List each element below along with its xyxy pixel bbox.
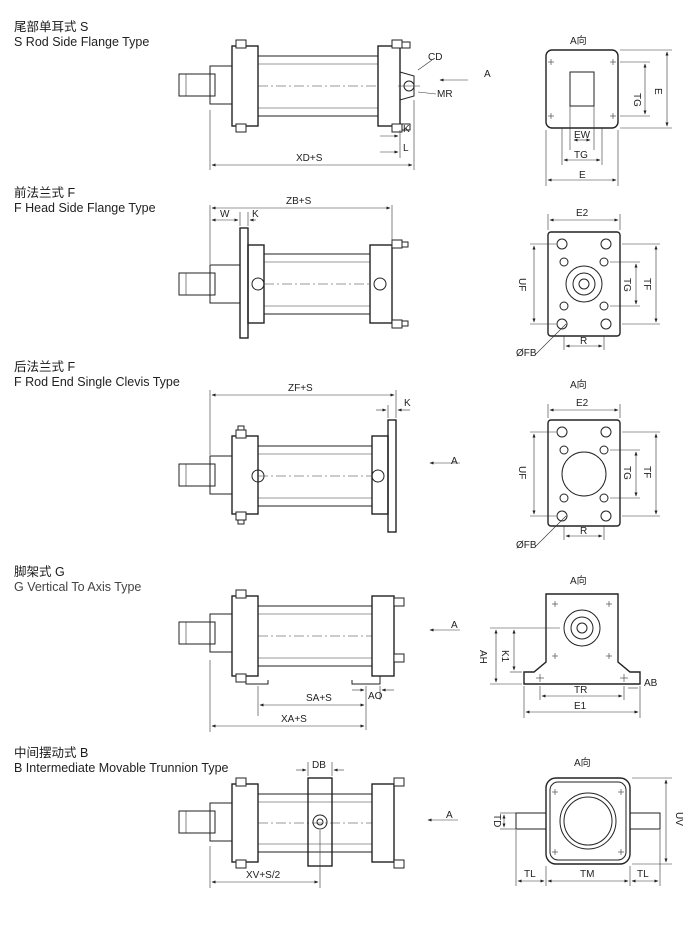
dim-tl-left: TL xyxy=(524,869,536,880)
dim-xd-s: XD+S xyxy=(296,153,323,164)
cylinder-f-rod-side-view xyxy=(178,419,397,533)
arrow-a-label-b: A xyxy=(446,810,453,821)
dim-ab: AB xyxy=(644,678,658,689)
dim-ao: AO xyxy=(368,691,383,702)
dim-tg-rod: TG xyxy=(621,466,632,480)
dim-r: R xyxy=(580,336,587,347)
end-view-f-rod xyxy=(530,404,660,547)
dim-tg: TG xyxy=(574,150,588,161)
view-a-label-g: A向 xyxy=(570,574,587,587)
section-title-s: 尾部单耳式 S S Rod Side Flange Type xyxy=(14,20,149,50)
section-title-b: 中间摆动式 B B Intermediate Movable Trunnion … xyxy=(14,746,228,776)
arrow-a-label: A xyxy=(484,69,491,80)
dim-e1: E1 xyxy=(574,701,587,712)
section-title-zh: 前法兰式 F xyxy=(14,186,76,200)
section-title-en: F Head Side Flange Type xyxy=(14,201,156,215)
dim-k: K xyxy=(403,124,410,135)
dim-uv: UV xyxy=(673,812,684,826)
view-a-label: A向 xyxy=(570,34,587,47)
dim-ew: EW xyxy=(574,130,591,141)
dim-tr: TR xyxy=(574,685,587,696)
dim-uf-rod: UF xyxy=(516,466,527,479)
dim-e2: E2 xyxy=(576,208,589,219)
dimension-lines-s xyxy=(209,59,468,170)
end-view-b xyxy=(500,777,672,886)
section-title-en: B Intermediate Movable Trunnion Type xyxy=(14,761,229,775)
dim-r-rod: R xyxy=(580,526,587,537)
dim-ah: AH xyxy=(477,650,488,664)
cylinder-g-side-view xyxy=(178,589,405,685)
view-a-label-b: A向 xyxy=(574,756,591,769)
dim-l: L xyxy=(403,143,409,154)
dim-sa-s: SA+S xyxy=(306,693,332,704)
dimension-lines-f-head xyxy=(209,205,393,264)
dim-e2-rod: E2 xyxy=(576,398,589,409)
section-title-en: F Rod End Single Clevis Type xyxy=(14,375,180,389)
dim-zf-s: ZF+S xyxy=(288,383,313,394)
cylinder-f-head-side-view xyxy=(178,227,409,339)
dim-k1: K1 xyxy=(499,650,510,663)
section-title-g: 脚架式 G G Vertical To Axis Type xyxy=(14,565,141,595)
arrow-a-label-g: A xyxy=(451,620,458,631)
dim-e: E xyxy=(579,170,586,181)
dim-e-vertical: E xyxy=(652,88,663,95)
section-title-f-rod: 后法兰式 F F Rod End Single Clevis Type xyxy=(14,360,180,390)
dim-cd: CD xyxy=(428,52,442,63)
dim-tf-rod: TF xyxy=(641,466,652,478)
section-title-en: G Vertical To Axis Type xyxy=(14,580,142,594)
dim-k-head: K xyxy=(252,209,259,220)
section-title-en: S Rod Side Flange Type xyxy=(14,35,150,49)
cylinder-s-side-view xyxy=(178,39,420,133)
dim-tm: TM xyxy=(580,869,594,880)
dim-fb: ØFB xyxy=(516,348,537,359)
dim-db: DB xyxy=(312,760,326,771)
dim-fb-rod: ØFB xyxy=(516,540,537,551)
section-title-zh: 尾部单耳式 S xyxy=(14,20,89,34)
dim-k-rod: K xyxy=(404,398,411,409)
dim-tg-vertical: TG xyxy=(631,93,642,107)
cylinder-b-side-view xyxy=(178,777,405,869)
arrow-a-label-rod: A xyxy=(451,456,458,467)
dim-xv-s2: XV+S/2 xyxy=(246,870,281,881)
end-view-g xyxy=(490,593,641,718)
end-view-f-head xyxy=(530,214,660,355)
section-title-f-head: 前法兰式 F F Head Side Flange Type xyxy=(14,186,156,216)
dim-xa-s: XA+S xyxy=(281,714,307,725)
end-view-s xyxy=(545,49,672,186)
dim-tl-right: TL xyxy=(637,869,649,880)
dim-td: TD xyxy=(491,814,502,827)
dim-mr: MR xyxy=(437,89,453,100)
dim-uf: UF xyxy=(516,278,527,291)
dimension-lines-b xyxy=(209,762,458,888)
dim-tg-f: TG xyxy=(621,278,632,292)
dim-zb-s: ZB+S xyxy=(286,196,312,207)
dim-w: W xyxy=(220,209,230,220)
section-title-zh: 脚架式 G xyxy=(14,565,65,579)
section-title-zh: 后法兰式 F xyxy=(14,360,76,374)
dimension-lines-f-rod xyxy=(209,390,460,465)
dimension-lines-g xyxy=(209,628,460,732)
dim-tf: TF xyxy=(641,278,652,290)
section-title-zh: 中间摆动式 B xyxy=(14,746,89,760)
view-a-label-rod: A向 xyxy=(570,378,587,391)
